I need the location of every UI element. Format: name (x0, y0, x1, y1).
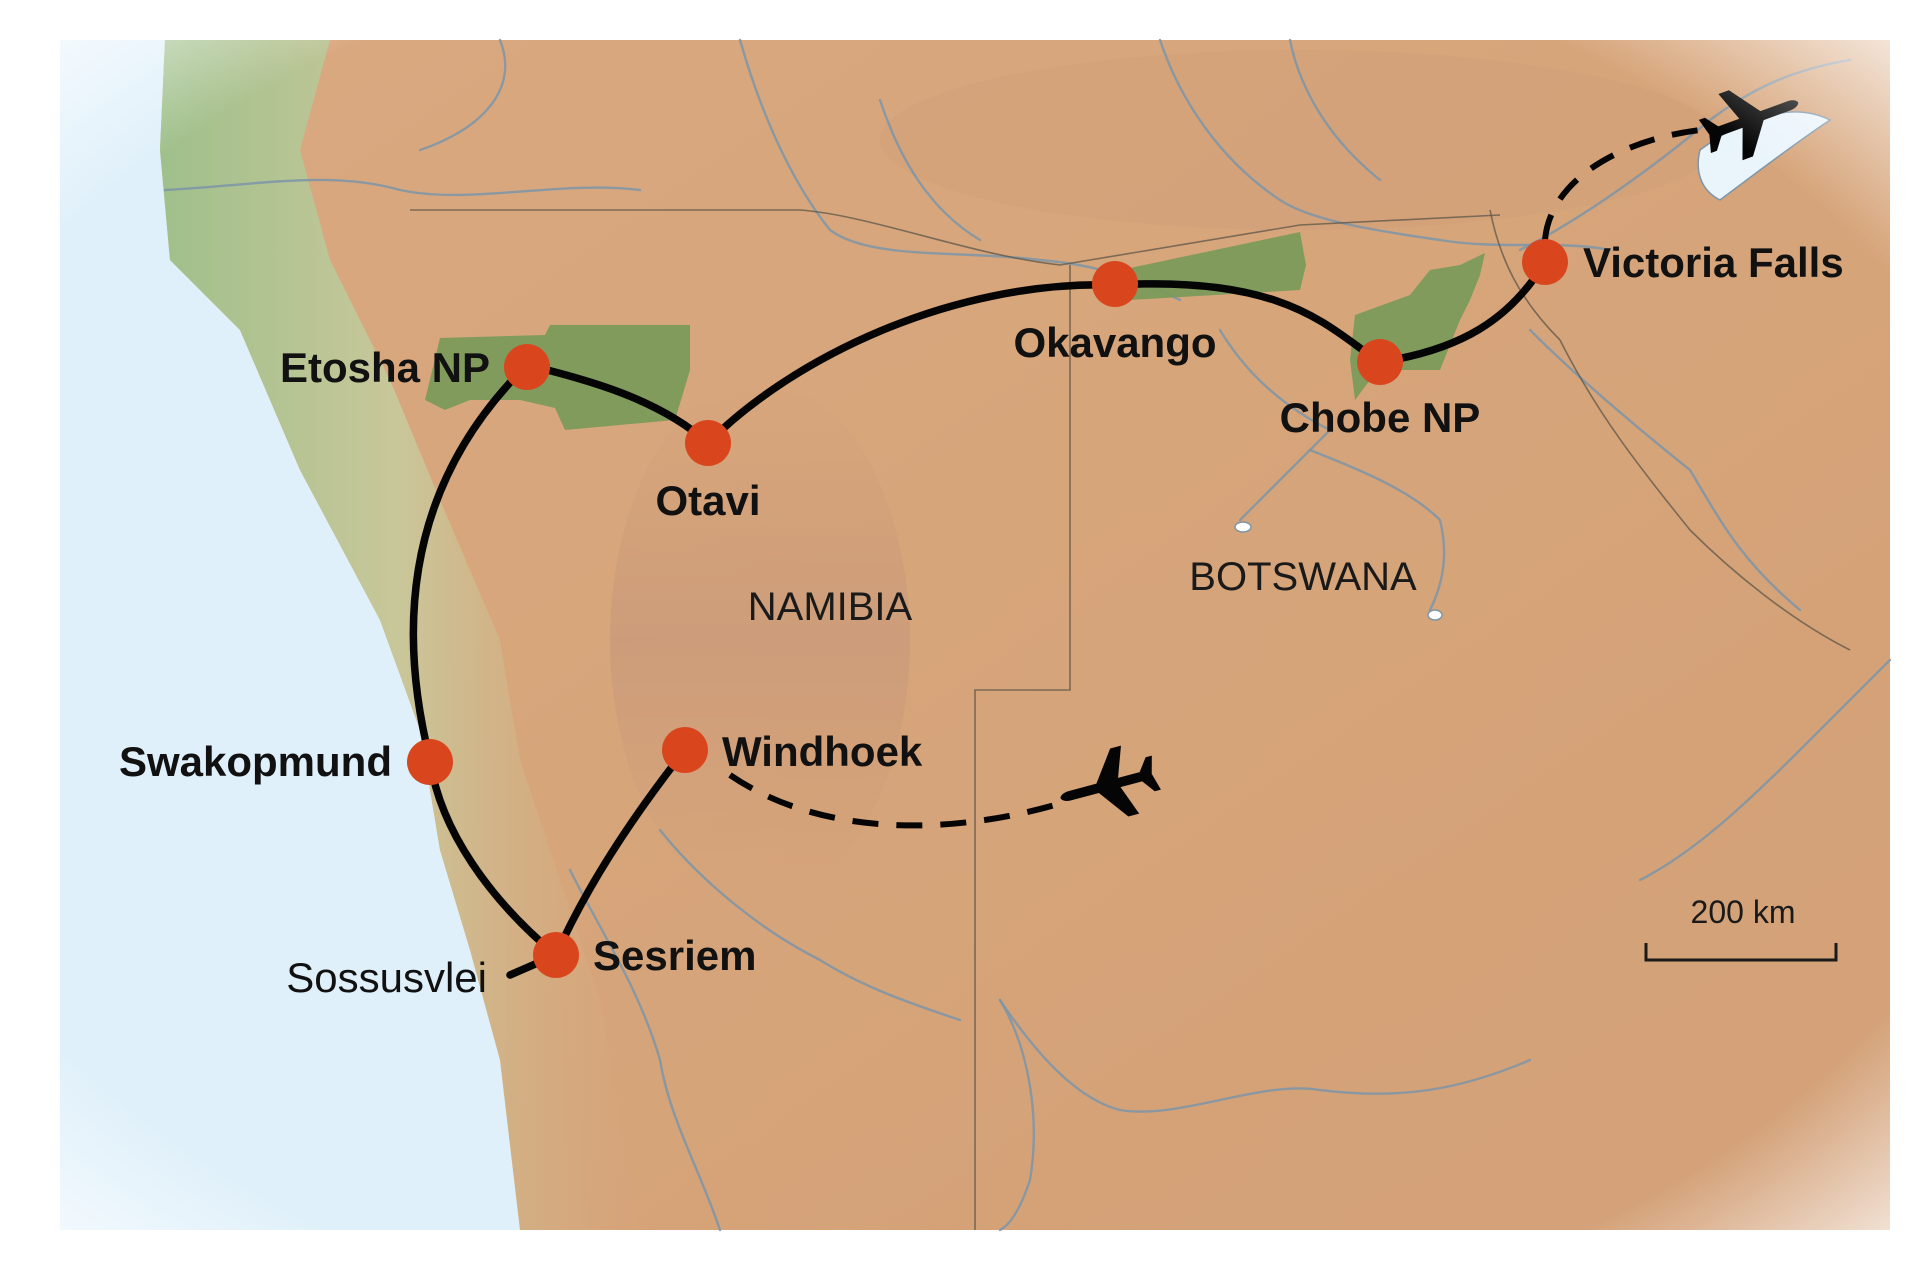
label-swakopmund: Swakopmund (119, 738, 392, 785)
stop-marker-sesriem[interactable] (533, 932, 579, 978)
stop-marker-etosha[interactable] (504, 344, 550, 390)
label-victoria-falls: Victoria Falls (1583, 239, 1844, 286)
stop-marker-victoria-falls[interactable] (1522, 239, 1568, 285)
label-chobe: Chobe NP (1280, 394, 1481, 441)
scale-bar-label: 200 km (1691, 894, 1796, 930)
label-sesriem: Sesriem (593, 932, 756, 979)
country-label-botswana: BOTSWANA (1189, 555, 1417, 599)
label-etosha: Etosha NP (280, 344, 490, 391)
stop-marker-okavango[interactable] (1092, 261, 1138, 307)
label-sossusvlei: Sossusvlei (286, 954, 487, 1001)
stop-marker-windhoek[interactable] (662, 727, 708, 773)
stop-marker-swakopmund[interactable] (407, 739, 453, 785)
stop-marker-otavi[interactable] (685, 420, 731, 466)
country-label-namibia: NAMIBIA (748, 585, 913, 629)
stop-marker-chobe[interactable] (1357, 339, 1403, 385)
label-okavango: Okavango (1013, 319, 1216, 366)
label-windhoek: Windhoek (722, 728, 923, 775)
label-otavi: Otavi (655, 477, 760, 524)
